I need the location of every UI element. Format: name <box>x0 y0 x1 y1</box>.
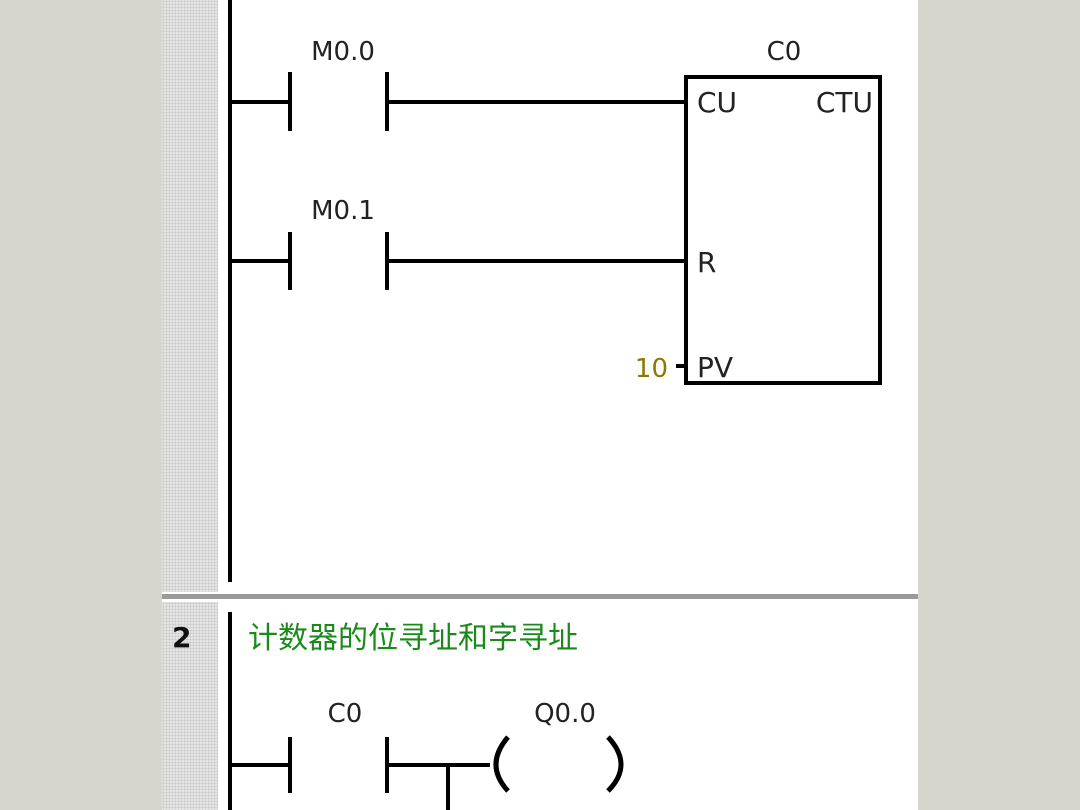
network-comment[interactable]: 计数器的位寻址和字寻址 <box>248 621 578 656</box>
preset-value[interactable]: 10 <box>635 354 668 384</box>
contact-address: C0 <box>328 699 363 729</box>
network-separator <box>162 594 918 599</box>
counter-name: C0 <box>767 37 802 67</box>
coil-address: Q0.0 <box>534 699 596 729</box>
network-1-gutter <box>162 0 218 592</box>
network-2-gutter[interactable] <box>162 602 218 810</box>
contact-m0-0[interactable]: M0.0 <box>230 37 686 131</box>
coil-q0-0[interactable]: Q0.0 <box>493 699 624 793</box>
network-number: 2 <box>172 621 191 654</box>
pin-cu: CU <box>697 86 737 119</box>
contact-c0[interactable]: C0 <box>230 699 490 810</box>
ladder-editor: M0.0 M0.1 C0 CU CTU R PV 10 2 计数器的位寻址和字寻… <box>162 0 918 810</box>
pin-pv: PV <box>697 351 733 384</box>
pin-r: R <box>697 246 716 279</box>
contact-address: M0.0 <box>311 37 375 67</box>
counter-type: CTU <box>816 86 873 119</box>
contact-address: M0.1 <box>311 196 375 226</box>
contact-m0-1[interactable]: M0.1 <box>230 196 686 290</box>
counter-ctu-box[interactable]: C0 CU CTU R PV 10 <box>635 37 882 385</box>
